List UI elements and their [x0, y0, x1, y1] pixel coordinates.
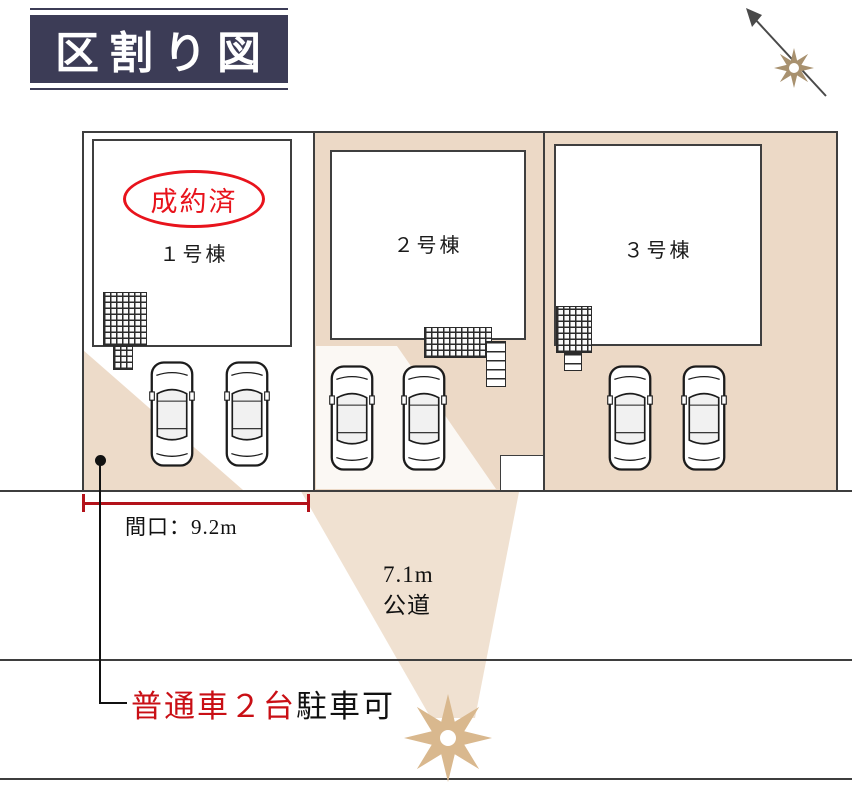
page-title-text: 区割り図 [55, 29, 271, 78]
dimension-line [82, 502, 309, 505]
parking-note-suffix: 駐車可 [296, 689, 395, 724]
road-edge-near [0, 490, 852, 492]
frontage-label: 間口：9.2m [125, 515, 238, 539]
lot3-entrance-step [564, 353, 582, 371]
parking-note: 普通車２台駐車可 [131, 681, 395, 726]
lot-boundary-top [82, 131, 837, 133]
lot2-label: ２号棟 [393, 235, 463, 257]
car-icon [224, 361, 270, 467]
title-block: 区割り図 [30, 8, 288, 90]
road-type-text: 公道 [383, 593, 431, 619]
lot-boundary-right [836, 131, 838, 490]
page-title: 区割り図 [30, 15, 288, 83]
car-icon [681, 365, 727, 471]
title-bottom-rule [30, 88, 288, 90]
leader-line-horizontal [99, 702, 127, 704]
road-width-text: 7.1m [383, 562, 434, 587]
car-icon [149, 361, 195, 467]
building-2-outline [330, 150, 526, 340]
status-badge-text: 成約済 [150, 186, 238, 217]
status-badge: 成約済 [123, 170, 265, 228]
lot1-approach-hatch [103, 292, 147, 346]
lot3-approach-hatch [556, 306, 592, 353]
car-icon [607, 365, 653, 471]
sun-icon [404, 694, 492, 782]
lot2-entrance-stairs [486, 341, 506, 387]
car-icon [329, 365, 375, 471]
lot-divider-2-3 [543, 131, 545, 490]
parking-note-highlight: 普通車２台 [131, 689, 296, 724]
lot-boundary-left [82, 131, 84, 490]
leader-dot [95, 455, 106, 466]
lot3-label: ３号棟 [623, 240, 693, 262]
boundary-notch [500, 455, 544, 491]
road-note: 7.1m 公道 [383, 559, 434, 621]
compass-icon [746, 8, 827, 97]
car-icon [401, 365, 447, 471]
lot1-label: １号棟 [159, 244, 229, 266]
title-top-rule [30, 8, 288, 10]
lot1-approach-strip [113, 346, 133, 370]
lot2-approach-hatch [424, 327, 492, 358]
road-edge-far [0, 659, 852, 661]
leader-line-vertical [99, 464, 101, 704]
lot-divider-1-2 [313, 131, 315, 490]
